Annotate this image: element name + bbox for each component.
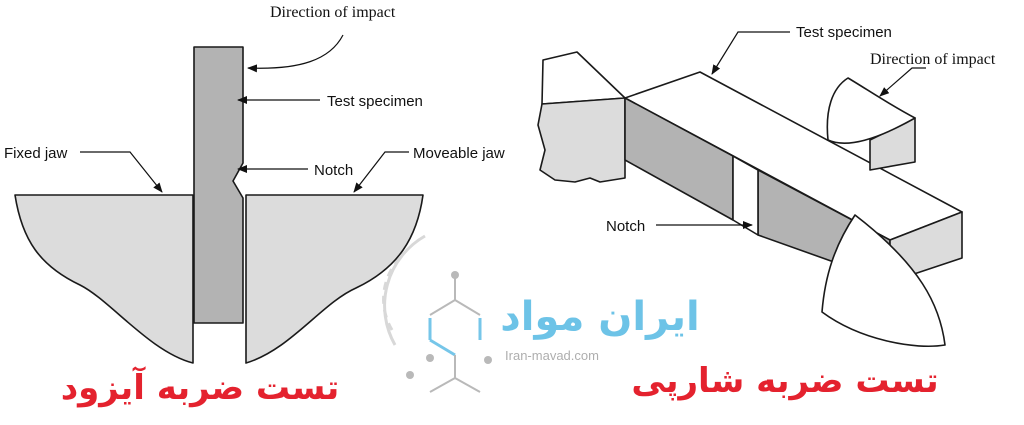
gear-logo-icon <box>382 234 492 393</box>
charpy-specimen-leader <box>711 31 790 75</box>
watermark: ایران مواد Iran-mavad.com <box>382 234 700 393</box>
watermark-brand: ایران مواد <box>500 294 699 340</box>
izod-test-specimen <box>193 46 244 324</box>
izod-impact-leader <box>247 34 344 73</box>
moveable-jaw-label: Moveable jaw <box>413 145 505 162</box>
charpy-impact-leader <box>879 67 926 97</box>
charpy-direction-of-impact-label: Direction of impact <box>870 51 996 68</box>
izod-direction-of-impact-label: Direction of impact <box>270 4 396 21</box>
izod-notch-label: Notch <box>314 162 353 179</box>
moveable-jaw-leader <box>353 151 409 193</box>
fixed-jaw-label: Fixed jaw <box>4 145 68 162</box>
izod-test-specimen-label: Test specimen <box>327 93 423 110</box>
fixed-jaw <box>14 194 194 364</box>
fixed-jaw-leader <box>80 151 163 193</box>
charpy-notch <box>732 155 759 236</box>
charpy-title: تست ضربه شارپی <box>631 361 938 401</box>
charpy-striker <box>826 77 916 144</box>
izod-title: تست ضربه آیزود <box>61 366 340 408</box>
charpy-left-anvil-top <box>541 51 626 105</box>
moveable-jaw <box>245 194 424 364</box>
charpy-diagram: Test specimen Direction of impact Notch … <box>537 24 996 401</box>
charpy-notch-label: Notch <box>606 218 645 235</box>
izod-diagram: Direction of impact Test specimen Notch … <box>4 4 505 408</box>
charpy-test-specimen-label: Test specimen <box>796 24 892 41</box>
watermark-site: Iran-mavad.com <box>505 348 599 363</box>
charpy-right-anvil <box>821 214 946 348</box>
charpy-left-anvil <box>537 97 626 183</box>
